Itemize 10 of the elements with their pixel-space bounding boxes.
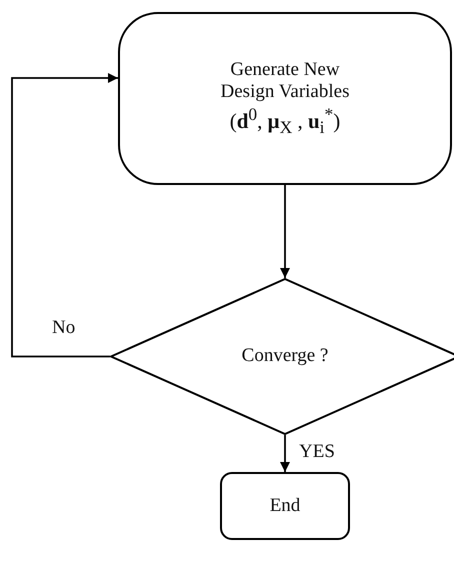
arrow xyxy=(11,73,118,358)
node-text: End xyxy=(268,494,302,518)
process-box xyxy=(118,12,452,185)
process-box xyxy=(220,472,350,540)
formula: (d$^{0}$, μ$_{X}$ , u$_{i}$$^{*}$) xyxy=(230,104,340,138)
decision-diamond xyxy=(110,278,454,435)
arrow xyxy=(280,435,290,472)
node-text: Generate New Design Variables xyxy=(220,58,350,104)
node-text: Converge ? xyxy=(240,345,330,368)
arrow xyxy=(280,185,290,278)
